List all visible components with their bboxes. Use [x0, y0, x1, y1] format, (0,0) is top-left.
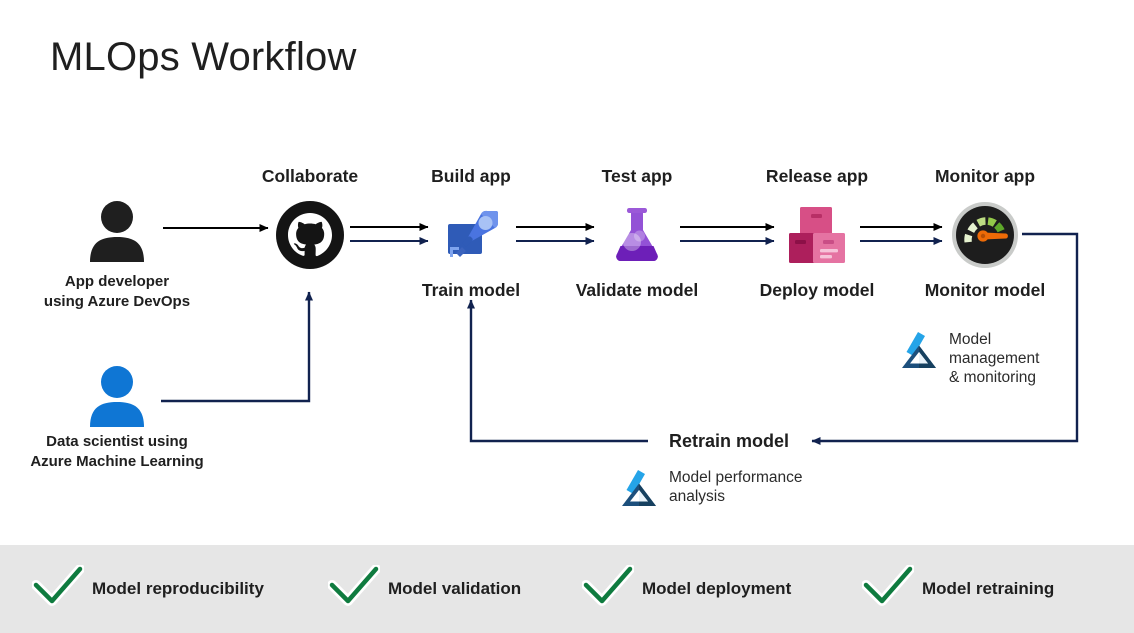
stage-label-collaborate: Collaborate — [261, 166, 359, 186]
arrow-release-to-monitor — [860, 223, 943, 245]
annotation-text: Model management & monitoring — [949, 331, 1040, 386]
footer-item-label: Model reproducibility — [92, 579, 264, 598]
footer-item-model-deployment: Model deployment — [581, 563, 792, 614]
person-icon — [90, 201, 144, 262]
footer-band: Model reproducibility Model validation M… — [0, 545, 1134, 633]
check-icon — [861, 563, 915, 614]
annotation-text: Model performance analysis — [669, 469, 803, 505]
stage-label-monitor-model: Monitor model — [924, 280, 1046, 300]
github-icon[interactable] — [276, 201, 344, 269]
avatar-data-scientist — [88, 365, 146, 427]
stage-label-deploy-model: Deploy model — [759, 280, 875, 300]
persona-line-2: Azure Machine Learning — [30, 453, 204, 470]
gauge-icon[interactable] — [951, 201, 1019, 269]
footer-item-label: Model deployment — [642, 579, 792, 598]
stage-label-build-app: Build app — [431, 166, 511, 186]
azure-machine-learning-icon — [898, 330, 940, 377]
arrow-test-to-release — [680, 223, 775, 245]
azure-pipelines-rocket-icon[interactable] — [437, 201, 505, 269]
azure-machine-learning-icon — [618, 468, 660, 515]
person-icon — [90, 366, 144, 427]
check-icon — [581, 563, 635, 614]
check-icon — [327, 563, 381, 614]
persona-label-app-developer: App developer using Azure DevOps — [0, 272, 247, 312]
stage-label-validate-model: Validate model — [575, 280, 699, 300]
persona-line-1: App developer — [64, 273, 170, 290]
avatar-app-developer — [88, 200, 146, 262]
arrow-build-to-test — [516, 223, 595, 245]
footer-item-model-retraining: Model retraining — [861, 563, 1055, 614]
footer-item-label: Model retraining — [922, 579, 1055, 598]
footer-item-model-reproducibility: Model reproducibility — [31, 563, 264, 614]
stage-label-test-app: Test app — [601, 166, 673, 186]
boxes-icon[interactable] — [783, 201, 851, 269]
footer-item-model-validation: Model validation — [327, 563, 522, 614]
retrain-model-label: Retrain model — [658, 431, 800, 452]
annotation-model-performance: Model performance analysis — [618, 468, 803, 515]
footer-item-label: Model validation — [388, 579, 522, 598]
stage-label-train-model: Train model — [421, 280, 521, 300]
flask-icon[interactable] — [603, 201, 671, 269]
check-icon — [31, 563, 85, 614]
persona-line-1: Data scientist using — [46, 433, 188, 450]
arrow-collaborate-to-build — [350, 223, 429, 245]
persona-line-2: using Azure DevOps — [43, 293, 191, 310]
stage-label-monitor-app: Monitor app — [934, 166, 1036, 186]
retrain-loop-left — [467, 299, 648, 443]
page-title: MLOps Workflow — [50, 35, 357, 79]
persona-label-data-scientist: Data scientist using Azure Machine Learn… — [0, 432, 247, 472]
annotation-model-management: Model management & monitoring — [898, 330, 1039, 387]
stage-label-release-app: Release app — [765, 166, 869, 186]
